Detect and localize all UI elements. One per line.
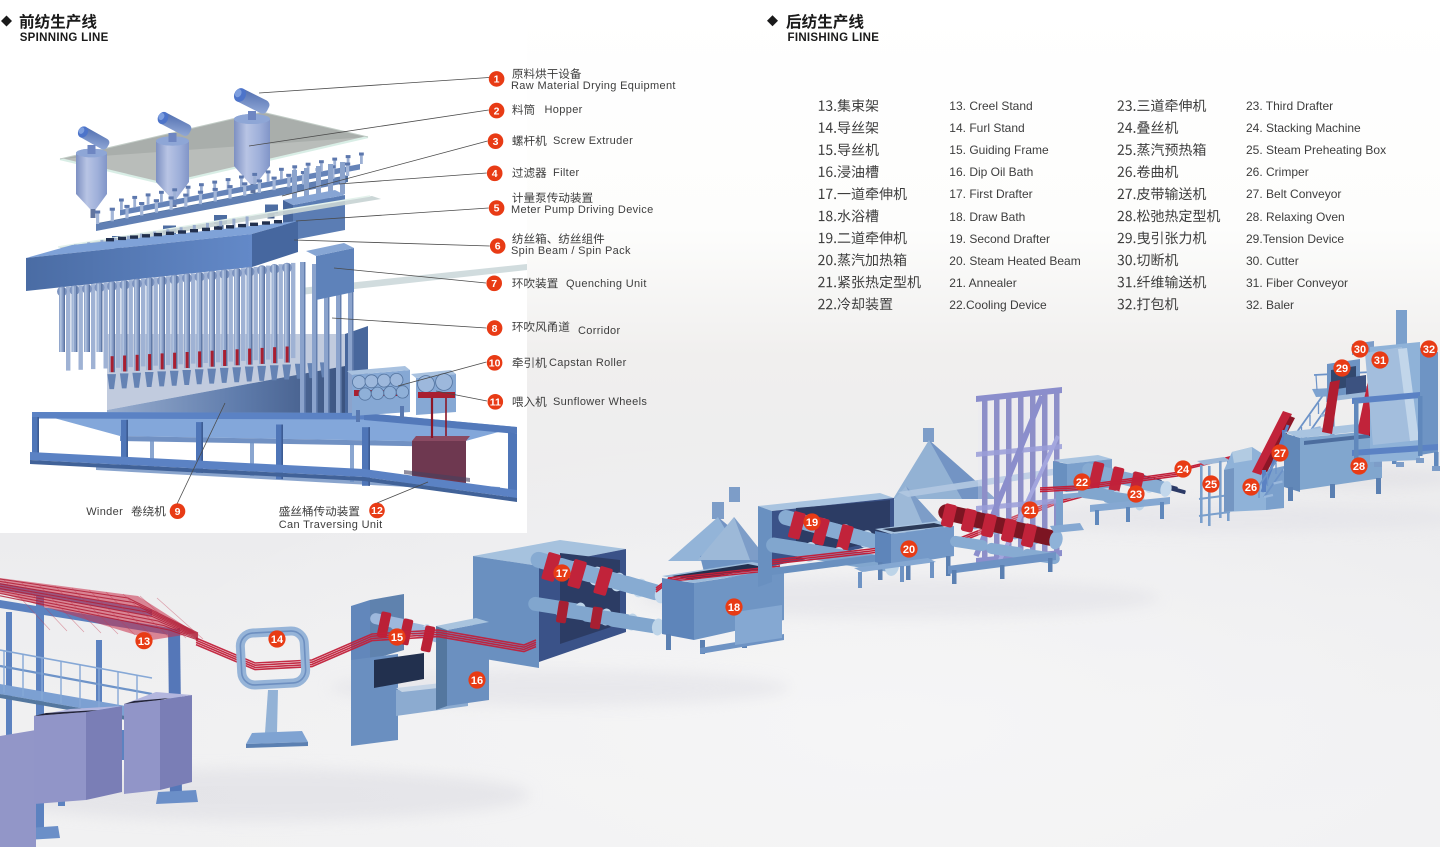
svg-text:30: 30 (1354, 344, 1366, 356)
svg-text:12: 12 (371, 505, 383, 517)
svg-text:9: 9 (175, 506, 181, 518)
svg-text:18: 18 (728, 602, 740, 614)
svg-text:19: 19 (806, 517, 818, 529)
svg-text:20: 20 (903, 544, 915, 556)
svg-text:16: 16 (471, 675, 483, 687)
svg-text:23: 23 (1130, 489, 1142, 501)
svg-text:29: 29 (1336, 363, 1348, 375)
svg-text:32: 32 (1423, 344, 1435, 356)
svg-text:1: 1 (494, 74, 500, 86)
svg-text:22: 22 (1076, 477, 1088, 489)
svg-text:14: 14 (271, 634, 284, 646)
svg-text:10: 10 (489, 358, 501, 370)
svg-text:31: 31 (1374, 355, 1386, 367)
svg-text:3: 3 (493, 136, 499, 148)
svg-text:15: 15 (391, 632, 403, 644)
svg-text:11: 11 (490, 397, 501, 409)
svg-text:8: 8 (492, 323, 498, 335)
svg-text:2: 2 (494, 105, 500, 117)
svg-text:27: 27 (1274, 448, 1286, 460)
svg-text:25: 25 (1205, 479, 1217, 491)
svg-text:21: 21 (1024, 505, 1036, 517)
svg-text:17: 17 (556, 568, 568, 580)
svg-text:7: 7 (491, 278, 497, 290)
svg-text:5: 5 (494, 203, 500, 215)
svg-text:4: 4 (492, 168, 498, 180)
svg-text:28: 28 (1353, 461, 1365, 473)
svg-text:24: 24 (1177, 464, 1190, 476)
svg-text:13: 13 (138, 636, 150, 648)
svg-text:6: 6 (495, 241, 501, 253)
svg-text:26: 26 (1245, 482, 1257, 494)
